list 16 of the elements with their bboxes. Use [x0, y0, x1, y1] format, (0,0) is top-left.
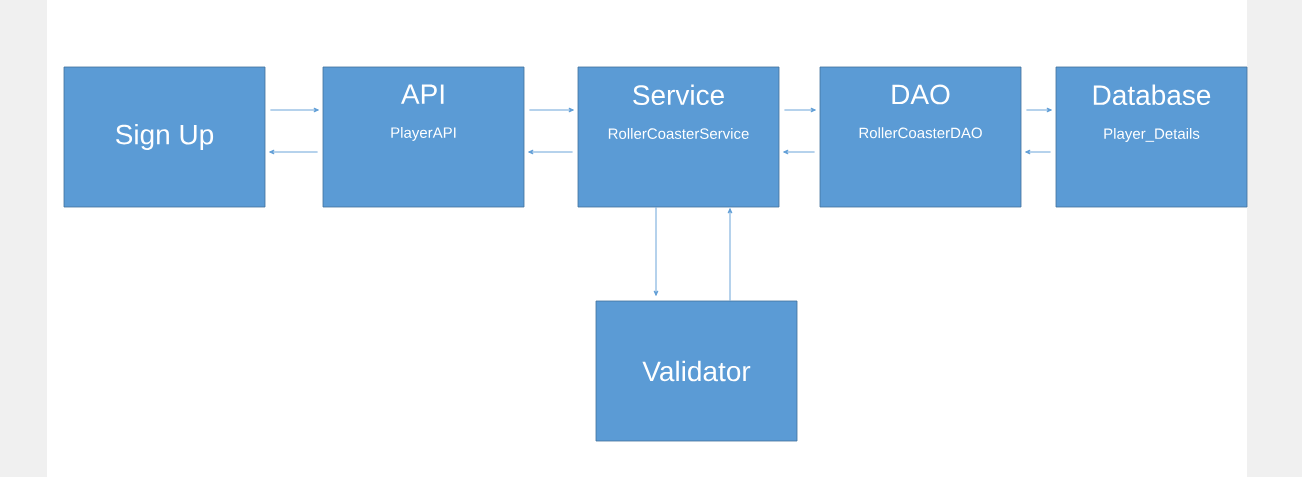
arrow — [783, 107, 816, 113]
arrow — [653, 206, 659, 296]
process-box: API PlayerAPI — [322, 66, 525, 208]
arrow — [269, 149, 319, 155]
arrow — [727, 208, 733, 302]
process-box: DAO RollerCoasterDAO — [819, 66, 1022, 208]
process-box: Service RollerCoasterService — [577, 66, 780, 208]
arrow — [1025, 107, 1052, 113]
arrow — [528, 149, 574, 155]
arrow — [528, 107, 574, 113]
process-box: Sign Up — [63, 66, 266, 208]
arrow — [269, 107, 319, 113]
process-box: Database Player_Details — [1055, 66, 1248, 208]
arrow — [783, 149, 816, 155]
process-box: Validator — [595, 300, 798, 442]
arrow — [1025, 149, 1052, 155]
